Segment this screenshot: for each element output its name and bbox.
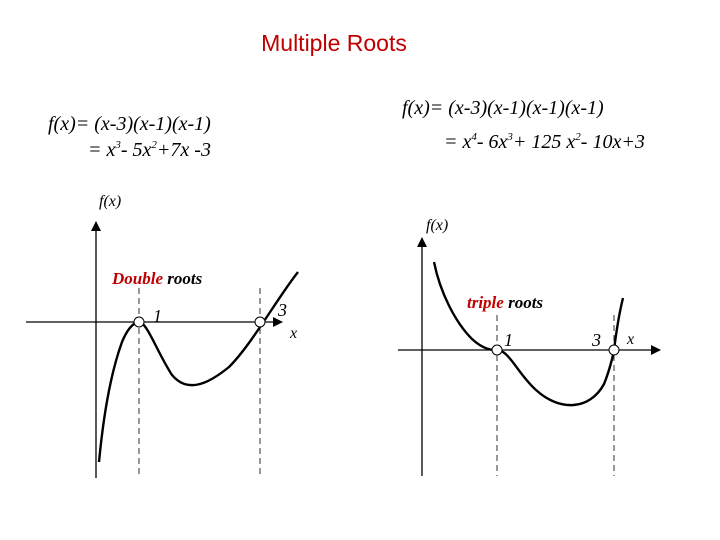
left-formula-exponent: 3 [115, 139, 121, 151]
right-y-axis-label: f(x) [426, 217, 448, 234]
right-formula-expanded: = x4- 6x3+ 125 x2- 10x+3 [444, 130, 645, 154]
right-x-axis-label: x [626, 331, 634, 348]
left-formula-part: = x [88, 139, 116, 161]
left-root-label-1: 1 [153, 306, 162, 326]
right-root-label-1: 1 [504, 330, 513, 350]
right-formula-factored: f(x)= (x-3)(x-1)(x-1)(x-1) [402, 97, 604, 119]
right-graph: f(x) x 1 3 triple roots [398, 217, 661, 476]
right-formula-part: = x [444, 131, 472, 153]
left-formula-expanded: = x3- 5x2+7x -3 [88, 138, 211, 162]
right-root-label-3: 3 [591, 330, 601, 350]
left-annotation: Double roots [111, 269, 203, 288]
left-y-axis-label: f(x) [99, 193, 121, 210]
left-root-marker-1 [133, 316, 145, 328]
right-formula-exponent: 4 [471, 131, 477, 143]
right-annotation-rest: roots [504, 293, 544, 312]
right-annotation-emphasis: triple [467, 293, 504, 312]
right-root-marker-1 [491, 344, 503, 356]
left-formula-factored: f(x)= (x-3)(x-1)(x-1) [48, 113, 211, 135]
right-formula-part: - 6x [476, 131, 508, 153]
right-formula-exponent: 3 [507, 131, 513, 143]
right-formula-exponent: 2 [575, 131, 581, 143]
right-annotation: triple roots [467, 293, 543, 312]
left-root-label-3: 3 [277, 300, 287, 320]
left-annotation-rest: roots [163, 269, 203, 288]
left-formula-exponent: 2 [151, 139, 157, 151]
left-annotation-emphasis: Double [111, 269, 163, 288]
left-formula-part: - 5x [120, 139, 152, 161]
right-formula-part: - 10x+3 [580, 131, 645, 153]
left-root-marker-3 [254, 316, 266, 328]
slide-title: Multiple Roots [261, 30, 407, 56]
left-curve [97, 271, 299, 463]
right-root-marker-3 [608, 344, 620, 356]
left-graph: f(x) x 1 3 Double roots [26, 193, 299, 478]
left-formula-part: +7x -3 [156, 139, 211, 161]
left-x-axis-label: x [289, 325, 297, 342]
right-formula-part: + 125 x [512, 131, 576, 153]
